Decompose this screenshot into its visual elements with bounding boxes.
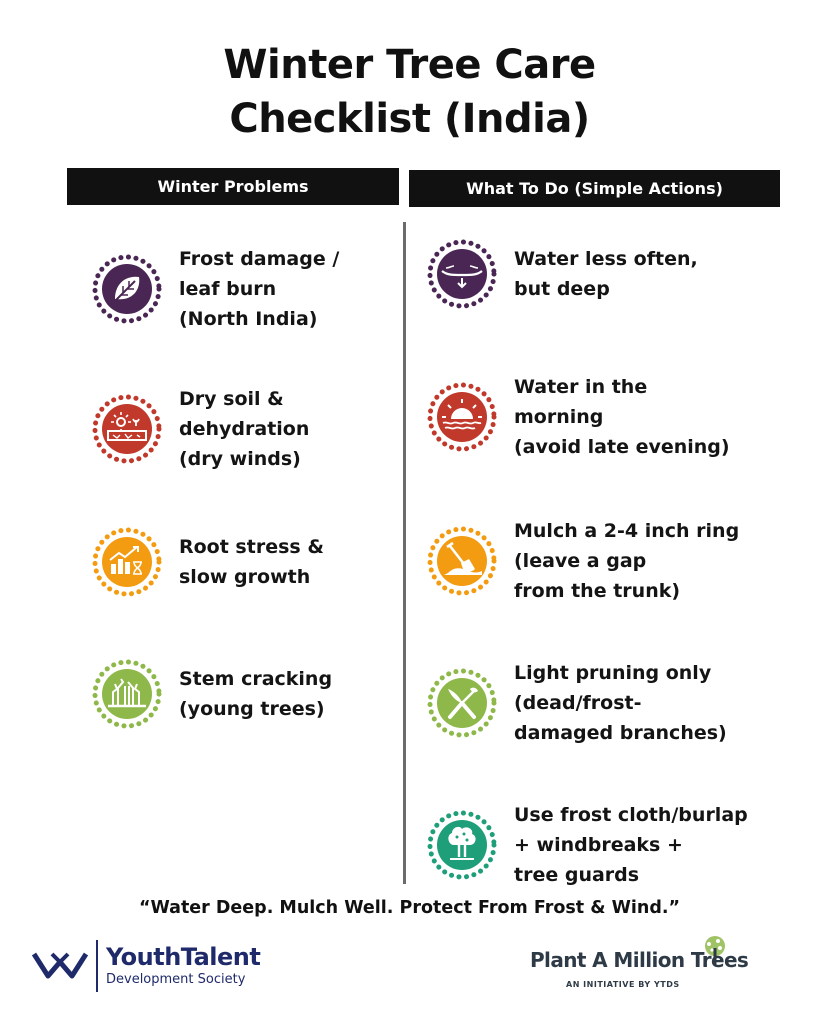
action-item-water-deep: Water less often, but deep bbox=[426, 238, 698, 310]
ytds-mark-icon bbox=[30, 946, 90, 986]
ytds-subtitle: Development Society bbox=[106, 972, 246, 987]
pam-name: Plant A Million Trees bbox=[530, 948, 749, 972]
tree-logo-icon bbox=[698, 934, 732, 968]
deep-water-icon bbox=[426, 238, 498, 310]
action-text: Use frost cloth/burlap + windbreaks + tr… bbox=[514, 804, 748, 886]
ytds-divider bbox=[96, 940, 98, 992]
action-item-mulch: Mulch a 2-4 inch ring (leave a gap from … bbox=[426, 516, 739, 606]
problem-item-frost: Frost damage / leaf burn (North India) bbox=[91, 244, 339, 334]
problem-text: Stem cracking (young trees) bbox=[179, 668, 333, 720]
problem-item-stem-cracking: Stem cracking (young trees) bbox=[91, 658, 332, 730]
action-item-morning-water: Water in the morning (avoid late evening… bbox=[426, 372, 730, 462]
leaf-icon bbox=[91, 253, 163, 325]
action-text: Water in the morning (avoid late evening… bbox=[514, 376, 730, 458]
problem-item-root-stress: Root stress & slow growth bbox=[91, 526, 324, 598]
column-divider bbox=[403, 222, 406, 884]
shovel-icon bbox=[426, 525, 498, 597]
action-text: Mulch a 2-4 inch ring (leave a gap from … bbox=[514, 520, 740, 602]
problem-text: Dry soil & dehydration (dry winds) bbox=[179, 388, 310, 470]
pruning-shears-icon bbox=[426, 667, 498, 739]
growth-chart-icon bbox=[91, 526, 163, 598]
quote: “Water Deep. Mulch Well. Protect From Fr… bbox=[138, 898, 681, 918]
dry-soil-icon bbox=[91, 393, 163, 465]
tree-guard-icon bbox=[426, 809, 498, 881]
cracked-stem-icon bbox=[91, 658, 163, 730]
pam-subtitle: AN INITIATIVE BY YTDS bbox=[566, 980, 680, 989]
action-text: Water less often, but deep bbox=[514, 248, 698, 300]
action-item-frost-cloth: Use frost cloth/burlap + windbreaks + tr… bbox=[426, 800, 748, 890]
sunrise-icon bbox=[426, 381, 498, 453]
problem-text: Root stress & slow growth bbox=[179, 536, 324, 588]
ytds-name: YouthTalent bbox=[106, 943, 261, 971]
problem-text: Frost damage / leaf burn (North India) bbox=[179, 248, 340, 330]
problem-item-dry-soil: Dry soil & dehydration (dry winds) bbox=[91, 384, 309, 474]
column-header-problems: Winter Problems bbox=[67, 168, 399, 205]
action-text: Light pruning only (dead/frost- damaged … bbox=[514, 662, 727, 744]
column-header-actions: What To Do (Simple Actions) bbox=[409, 170, 780, 207]
ytds-logo: YouthTalent Development Society bbox=[30, 940, 261, 992]
action-item-pruning: Light pruning only (dead/frost- damaged … bbox=[426, 658, 727, 748]
page-title: Winter Tree Care Checklist (India) bbox=[223, 42, 596, 142]
pam-logo: Plant A Million Trees AN INITIATIVE BY Y… bbox=[530, 934, 780, 989]
